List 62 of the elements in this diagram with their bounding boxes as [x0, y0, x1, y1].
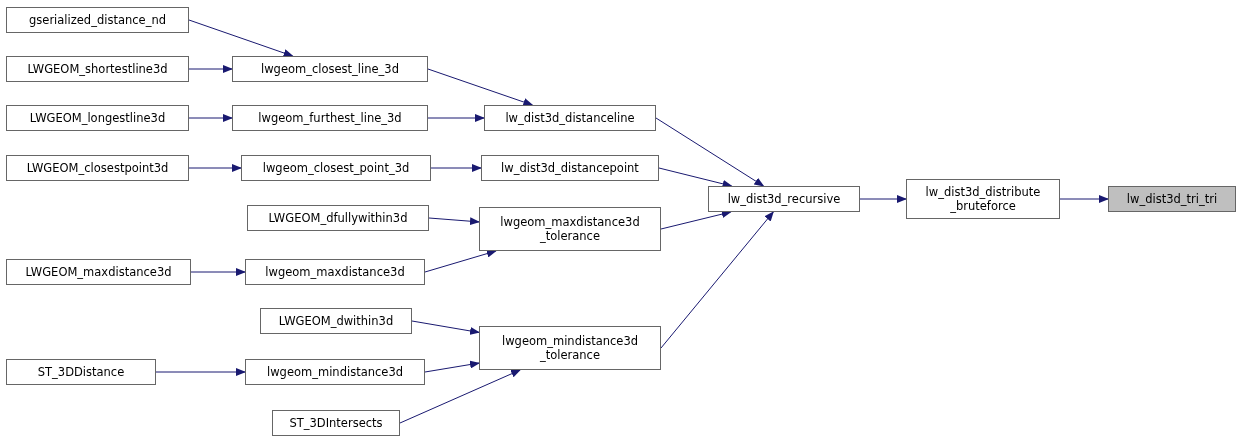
function-box	[272, 410, 400, 436]
function-name: lwgeom_mindistance3d	[267, 365, 403, 379]
function-name: LWGEOM_longestline3d	[29, 111, 166, 125]
arrow	[399, 369, 522, 424]
function-box	[708, 186, 860, 212]
function-box	[1108, 186, 1236, 212]
function-name: LWGEOM_dfullywithin3d	[268, 211, 408, 225]
function-name: lwgeom_mindistance3d _tolerance	[501, 334, 639, 362]
arrow	[188, 164, 242, 172]
function-box	[481, 155, 659, 181]
function-box	[479, 207, 661, 251]
arrow	[190, 268, 246, 276]
function-name: LWGEOM_dwithin3d	[278, 314, 394, 328]
function-box	[479, 326, 661, 370]
function-box	[6, 7, 189, 33]
function-name: lwgeom_closest_point_3d	[262, 161, 410, 175]
function-box	[6, 56, 189, 82]
function-name: gserialized_distance_nd	[29, 13, 166, 27]
arrow	[660, 211, 774, 349]
function-box	[247, 205, 429, 231]
arrow	[188, 65, 233, 73]
function-name: lwgeom_furthest_line_3d	[258, 111, 402, 125]
function-name: lw_dist3d_tri_tri	[1126, 192, 1218, 206]
arrow	[424, 249, 497, 273]
arrow	[155, 368, 246, 376]
function-box	[6, 105, 189, 131]
arrow	[411, 320, 480, 335]
function-name: LWGEOM_shortestline3d	[27, 62, 168, 76]
function-name: LWGEOM_maxdistance3d	[25, 265, 172, 279]
arrow	[428, 217, 480, 226]
function-name: lw_dist3d_distribute _bruteforce	[924, 185, 1042, 213]
function-box	[6, 259, 191, 285]
arrow	[660, 210, 732, 230]
arrow	[859, 195, 907, 203]
function-box	[245, 359, 425, 385]
arrow	[1059, 195, 1109, 203]
function-name: ST_3DDistance	[37, 365, 125, 379]
function-box	[906, 179, 1060, 219]
function-name: ST_3DIntersects	[289, 416, 383, 430]
function-box	[245, 259, 425, 285]
function-box	[232, 56, 428, 82]
function-box	[6, 359, 156, 385]
function-box	[232, 105, 428, 131]
function-box	[6, 155, 189, 181]
function-box	[241, 155, 431, 181]
arrow	[424, 360, 480, 373]
function-name: lw_dist3d_distancepoint	[501, 161, 639, 175]
function-name: lwgeom_closest_line_3d	[261, 62, 399, 76]
arrow	[427, 114, 485, 122]
arrow	[188, 114, 233, 122]
arrow	[188, 19, 294, 57]
function-name: lw_dist3d_distanceline	[505, 111, 635, 125]
function-name: lw_dist3d_recursive	[727, 192, 841, 206]
function-box	[260, 308, 412, 334]
arrow	[430, 164, 482, 172]
function-name: lwgeom_maxdistance3d _tolerance	[499, 215, 641, 243]
function-name: lwgeom_maxdistance3d	[265, 265, 405, 279]
function-box	[484, 105, 656, 131]
arrow	[655, 117, 765, 187]
arrow	[658, 167, 733, 188]
function-name: LWGEOM_closestpoint3d	[26, 161, 169, 175]
arrow	[427, 68, 534, 106]
